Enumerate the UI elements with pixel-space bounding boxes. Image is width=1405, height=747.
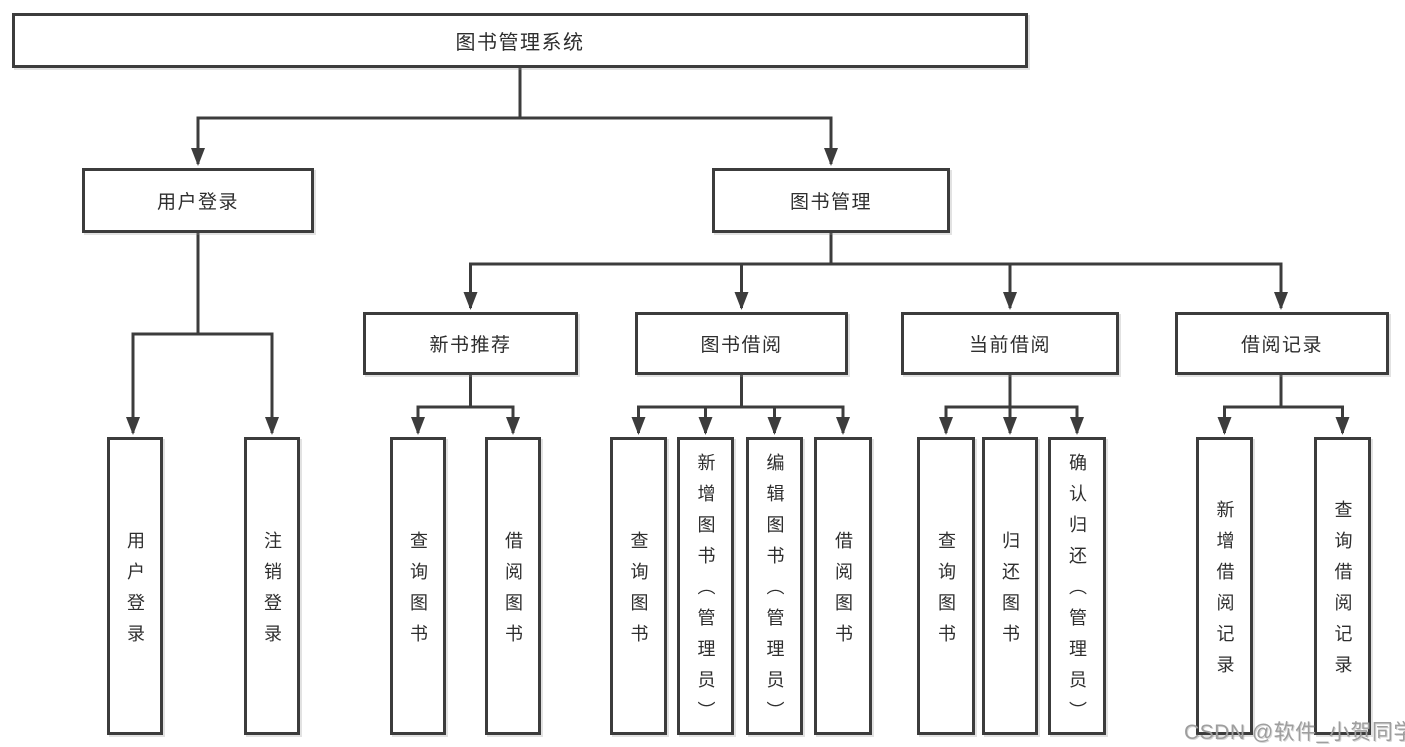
leaf-add-borrow-record: 新增借阅记录 bbox=[1196, 437, 1253, 735]
connector-borrowing-records bbox=[1217, 375, 1350, 435]
connector-user-login bbox=[126, 233, 279, 435]
leaf-borrow-books: 借阅图书 bbox=[814, 437, 872, 735]
leaf-label: 查询图书 bbox=[408, 530, 428, 655]
node-user-login: 用户登录 bbox=[82, 168, 314, 233]
leaf-logout: 注销登录 bbox=[244, 437, 300, 735]
leaf-confirm-return-admin: 确认归还（管理员） bbox=[1048, 437, 1106, 735]
leaf-label: 用户登录 bbox=[125, 530, 145, 655]
leaf-label: 归还图书 bbox=[1000, 530, 1020, 655]
leaf-label: 编辑图书（管理员） bbox=[764, 453, 785, 732]
leaf-label: 新增图书（管理员） bbox=[695, 453, 716, 732]
connector-new-book-recommend bbox=[411, 375, 520, 435]
leaf-user-login: 用户登录 bbox=[107, 437, 163, 735]
leaf-label: 借阅图书 bbox=[833, 530, 853, 655]
leaf-label: 查询图书 bbox=[628, 530, 649, 655]
leaf-label: 借阅图书 bbox=[503, 530, 523, 655]
leaf-label: 注销登录 bbox=[262, 530, 282, 655]
leaf-query-books: 查询图书 bbox=[610, 437, 667, 735]
node-new-book-recommend: 新书推荐 bbox=[363, 312, 578, 375]
connector-root bbox=[191, 68, 838, 166]
leaf-label: 查询借阅记录 bbox=[1332, 499, 1353, 686]
node-book-borrowing: 图书借阅 bbox=[635, 312, 848, 375]
leaf-label: 查询图书 bbox=[936, 530, 956, 655]
leaf-label: 新增借阅记录 bbox=[1214, 499, 1235, 686]
leaf-query-borrow-record: 查询借阅记录 bbox=[1314, 437, 1371, 735]
leaf-query-books: 查询图书 bbox=[917, 437, 975, 735]
node-book-management: 图书管理 bbox=[712, 168, 950, 233]
watermark: CSDN @软件_小贺同学 bbox=[1184, 721, 1405, 744]
node-borrowing-records: 借阅记录 bbox=[1175, 312, 1389, 375]
node-library-management-system: 图书管理系统 bbox=[12, 13, 1028, 68]
leaf-label: 确认归还（管理员） bbox=[1067, 453, 1087, 732]
leaf-add-book-admin: 新增图书（管理员） bbox=[677, 437, 734, 735]
connector-book-borrowing bbox=[631, 375, 850, 435]
leaf-query-books: 查询图书 bbox=[390, 437, 446, 735]
leaf-edit-book-admin: 编辑图书（管理员） bbox=[746, 437, 803, 735]
connector-book-management bbox=[463, 233, 1288, 310]
connector-current-borrowing bbox=[939, 375, 1084, 435]
node-current-borrowing: 当前借阅 bbox=[901, 312, 1119, 375]
leaf-borrow-books: 借阅图书 bbox=[485, 437, 541, 735]
leaf-return-book: 归还图书 bbox=[982, 437, 1038, 735]
